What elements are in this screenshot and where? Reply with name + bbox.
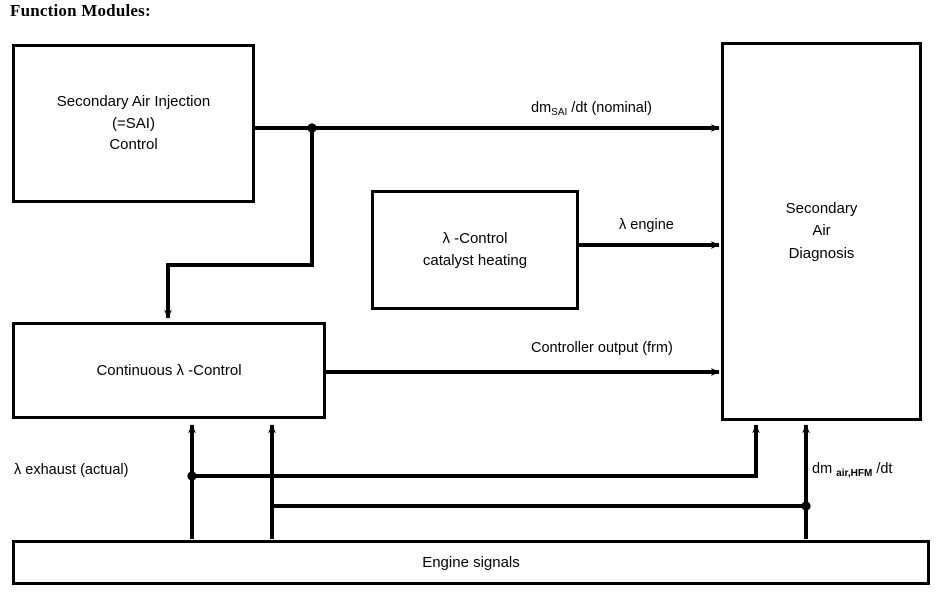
wire-label-dm-sai-sub: SAI <box>551 107 568 118</box>
block-engine-signals[interactable]: Engine signals <box>12 540 930 585</box>
wire-label-dm-air-hfm-post: /dt <box>872 461 893 477</box>
block-secondary-air-diagnosis-label: Secondary Air Diagnosis <box>785 199 858 262</box>
wire-label-lambda-exhaust: λ exhaust (actual) <box>14 462 129 478</box>
wire-sai-to-continuous <box>164 128 314 319</box>
block-secondary-air-diagnosis[interactable]: Secondary Air Diagnosis <box>721 42 922 421</box>
block-lambda-catalyst-heating-label: λ -Control catalyst heating <box>422 230 528 269</box>
wire-exhaust-to-diagnosis <box>192 424 760 478</box>
block-lambda-catalyst-heating[interactable]: λ -Control catalyst heating <box>371 190 579 310</box>
wire-label-lambda-engine: λ engine <box>619 217 674 233</box>
wire-label-dm-air-hfm-sub: air,HFM <box>836 468 873 479</box>
wire-label-dm-air-hfm: dm air,HFM /dt <box>812 461 893 479</box>
block-sai-control-label: Secondary Air Injection (=SAI) Control <box>56 92 211 154</box>
wire-label-dm-sai: dmSAI /dt (nominal) <box>531 100 652 118</box>
wire-label-dm-air-hfm-pre: dm <box>812 461 837 477</box>
block-engine-signals-label: Engine signals <box>422 553 520 571</box>
wire-label-dm-sai-pre: dm <box>531 100 552 116</box>
wire-label-dm-sai-post: /dt (nominal) <box>567 100 652 116</box>
junction-dot-sai <box>307 123 317 133</box>
wire-engine-branch-lower <box>270 504 806 539</box>
junction-dot-hfm <box>801 501 811 511</box>
block-continuous-lambda-control[interactable]: Continuous λ -Control <box>12 322 326 419</box>
block-sai-control[interactable]: Secondary Air Injection (=SAI) Control <box>12 44 255 203</box>
page-title: Function Modules: <box>10 1 151 20</box>
wire-label-controller-output: Controller output (frm) <box>531 340 673 356</box>
junction-dot-exhaust <box>187 471 197 481</box>
block-continuous-lambda-control-label: Continuous λ -Control <box>96 361 242 379</box>
